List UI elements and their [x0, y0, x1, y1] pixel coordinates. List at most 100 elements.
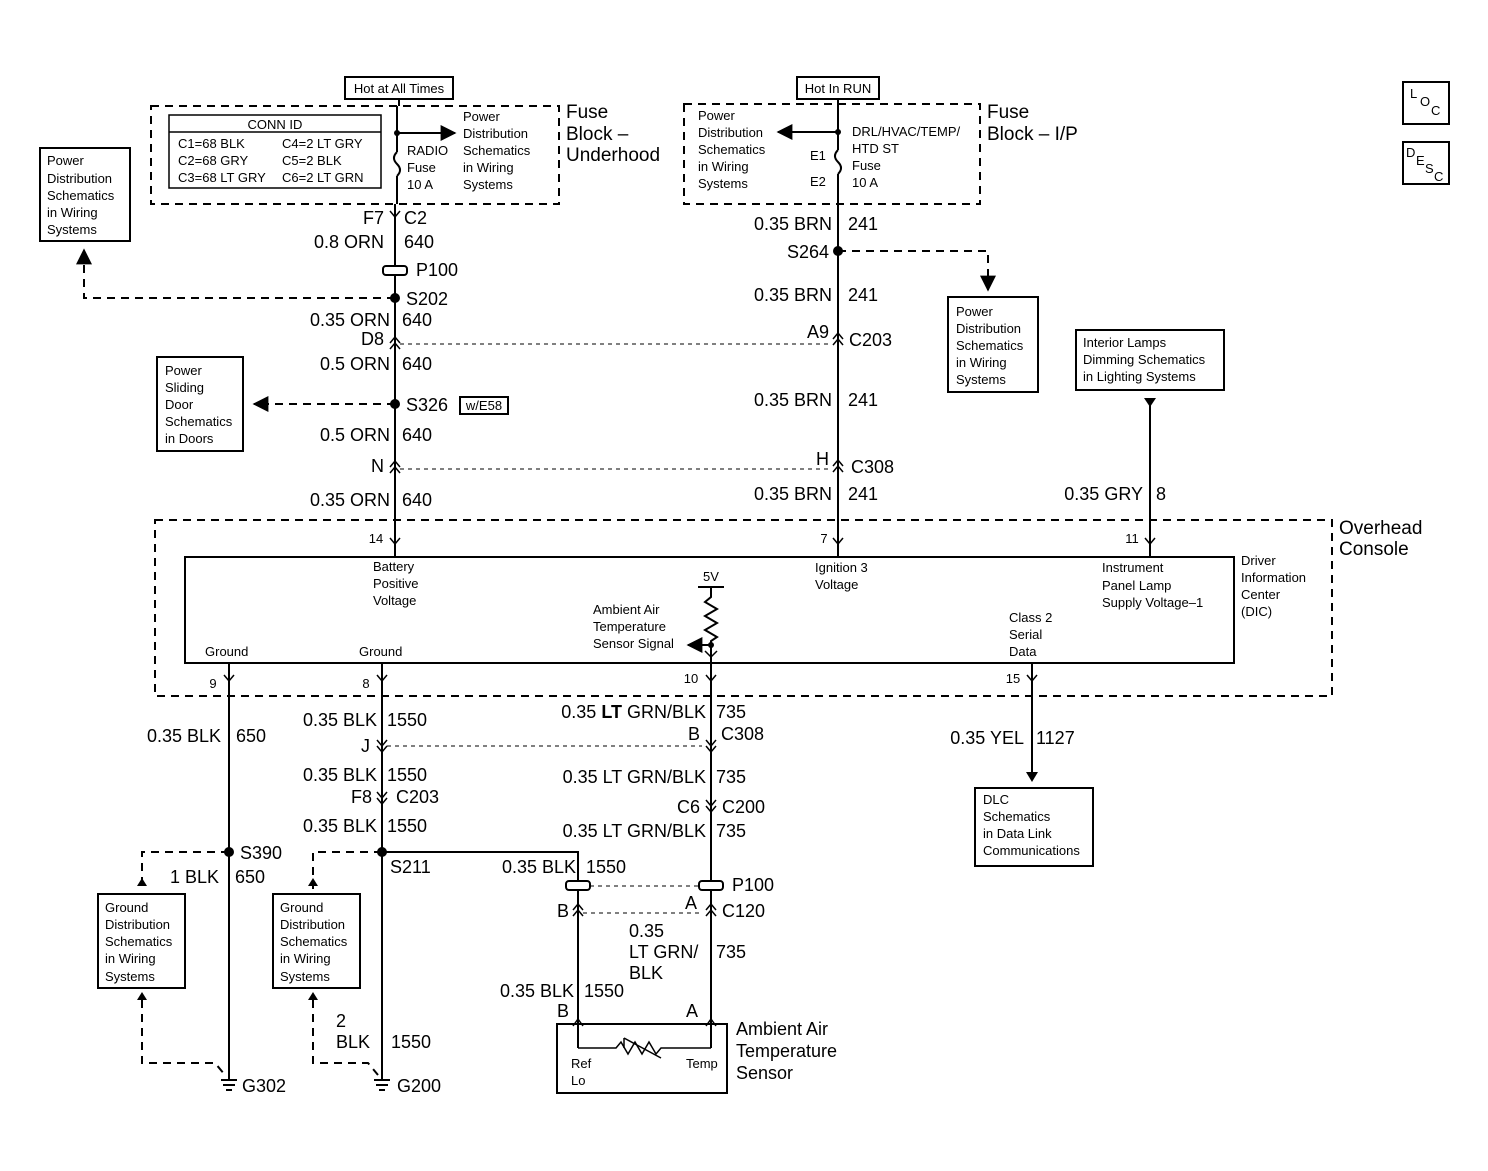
- connector-p100-symbol: [382, 265, 408, 276]
- dic-title: Center: [1241, 587, 1281, 602]
- power-distribution-ref: Distribution: [463, 126, 528, 141]
- svg-text:E: E: [1416, 153, 1425, 168]
- conn-id-cell: C3=68 LT GRY: [178, 170, 266, 185]
- 5v-reference-label: 5V: [703, 569, 719, 584]
- circuit-number: 1550: [391, 1032, 431, 1052]
- drl-fuse-label: 10 A: [852, 175, 878, 190]
- svg-text:Distribution: Distribution: [47, 171, 112, 186]
- splice-s326-label: S326: [406, 395, 448, 415]
- wire-label: 0.35 GRY: [1064, 484, 1143, 504]
- pin-14: 14: [369, 531, 383, 546]
- wire-label: 0.35 BRN: [754, 390, 832, 410]
- wire-label: 0.35: [629, 921, 664, 941]
- connector-c203-symbol: [832, 331, 844, 346]
- connector-p100: P100: [416, 260, 458, 280]
- svg-text:Door: Door: [165, 397, 194, 412]
- svg-text:Systems: Systems: [956, 372, 1006, 387]
- ref-lo-label: Lo: [571, 1073, 585, 1088]
- wire-label: 0.35 BLK: [303, 710, 377, 730]
- drl-fuse-label: DRL/HVAC/TEMP/: [852, 124, 960, 139]
- thermistor-symbol: [610, 1040, 711, 1056]
- wire-label: 0.8 ORN: [314, 232, 384, 252]
- circuit-8: 0.35 GRY 8: [1064, 398, 1166, 546]
- svg-text:Distribution: Distribution: [280, 917, 345, 932]
- overhead-console: Overhead Console Driver Information Cent…: [154, 518, 1422, 697]
- wire-label: 0.35 LT GRN/BLK: [563, 767, 706, 787]
- ignition-voltage-label: Voltage: [815, 577, 858, 592]
- circuit-735: 0.35 LT GRN/BLK 735 B C308 0.35 LT GRN/B…: [561, 663, 774, 1021]
- power-distribution-ref: Power: [698, 108, 736, 123]
- pin-7: 7: [820, 531, 827, 546]
- radio-fuse-label: Fuse: [407, 160, 436, 175]
- circuit-number: 1550: [584, 981, 624, 1001]
- circuit-1127: 0.35 YEL 1127: [950, 663, 1075, 782]
- pin-j: J: [361, 736, 370, 756]
- circuit-number: 1550: [387, 765, 427, 785]
- s264-power-ref-box: Power Distribution Schematics in Wiring …: [947, 296, 1039, 393]
- battery-positive-label: Battery: [373, 559, 415, 574]
- loc-icon[interactable]: L O C: [1402, 81, 1450, 125]
- dic-title: (DIC): [1241, 604, 1272, 619]
- circuit-number: 735: [716, 942, 746, 962]
- conn-id-cell: C4=2 LT GRY: [282, 136, 363, 151]
- ground-g200-symbol: [374, 1079, 390, 1091]
- hot-at-all-times-label: Hot at All Times: [354, 81, 445, 96]
- circuit-number: 640: [402, 425, 432, 445]
- circuit-number: 241: [848, 390, 878, 410]
- connector-c203-symbol: [389, 335, 401, 350]
- svg-text:Schematics: Schematics: [280, 934, 348, 949]
- sensor-title: Temperature: [736, 1041, 837, 1061]
- circuit-number: 1127: [1036, 728, 1075, 748]
- svg-text:Power: Power: [956, 304, 994, 319]
- overhead-console-title: Overhead: [1339, 518, 1422, 539]
- wire-label: 0.35 ORN: [310, 310, 390, 330]
- connector-c203-symbol: [376, 791, 388, 806]
- connector-c308: C308: [721, 724, 764, 744]
- ambient-air-signal-label: Sensor Signal: [593, 636, 674, 651]
- drl-fuse-label: Fuse: [852, 158, 881, 173]
- svg-text:in Doors: in Doors: [165, 431, 214, 446]
- circuit-650: 0.35 BLK 650 S390 1 BLK 650 G302: [137, 663, 286, 1096]
- svg-text:Ground: Ground: [105, 900, 148, 915]
- fuse-block-ip-title: Block – I/P: [987, 124, 1078, 145]
- power-distribution-ref: Schematics: [463, 143, 531, 158]
- circuit-number: 735: [716, 702, 746, 722]
- class2-serial-data-label: Serial: [1009, 627, 1042, 642]
- power-distribution-ref-box: Power Distribution Schematics in Wiring …: [39, 147, 395, 299]
- fuse-block-ip: Hot In RUN Fuse Block – I/P Power Distri…: [683, 76, 1078, 205]
- wire-label: BLK: [336, 1032, 370, 1052]
- svg-text:in Wiring: in Wiring: [47, 205, 98, 220]
- power-distribution-ref: Power: [463, 109, 501, 124]
- ignition-voltage-label: Ignition 3: [815, 560, 868, 575]
- dic-title: Information: [1241, 570, 1306, 585]
- connector-c308-symbol: [832, 458, 844, 473]
- circuit-241: 0.35 BRN 241 S264 0.35 BRN 241 A9 C203 0…: [754, 204, 996, 546]
- conn-id-table: [168, 114, 382, 189]
- circuit-number: 640: [404, 232, 434, 252]
- desc-icon[interactable]: D E S C: [1402, 141, 1450, 185]
- pin-10: 10: [684, 671, 698, 686]
- class2-serial-data-label: Data: [1009, 644, 1037, 659]
- circuit-number: 1550: [586, 857, 626, 877]
- power-distribution-ref: in Wiring: [463, 160, 514, 175]
- radio-fuse-label: RADIO: [407, 143, 448, 158]
- wire-label: 0.35 BLK: [303, 765, 377, 785]
- ground-g200: G200: [397, 1076, 441, 1096]
- ambient-air-signal-label: Temperature: [593, 619, 666, 634]
- wire-label: 0.35 BLK: [500, 981, 574, 1001]
- power-distribution-ref: Systems: [463, 177, 513, 192]
- dic-title: Driver: [1241, 553, 1276, 568]
- fuse-block-underhood-title: Underhood: [566, 145, 660, 166]
- ground-distribution-ref-box-2: Ground Distribution Schematics in Wiring…: [272, 893, 361, 989]
- circuit-number: 640: [402, 354, 432, 374]
- svg-text:in Wiring: in Wiring: [956, 355, 1007, 370]
- svg-text:Sliding: Sliding: [165, 380, 204, 395]
- ambient-air-signal-label: Ambient Air: [593, 602, 660, 617]
- battery-positive-label: Voltage: [373, 593, 416, 608]
- sensor-body: [556, 1023, 728, 1094]
- connector-c203: C203: [849, 330, 892, 350]
- ground-label: Ground: [205, 644, 248, 659]
- radio-fuse-label: 10 A: [407, 177, 433, 192]
- wire-label: 0.35 LT GRN/BLK: [563, 821, 706, 841]
